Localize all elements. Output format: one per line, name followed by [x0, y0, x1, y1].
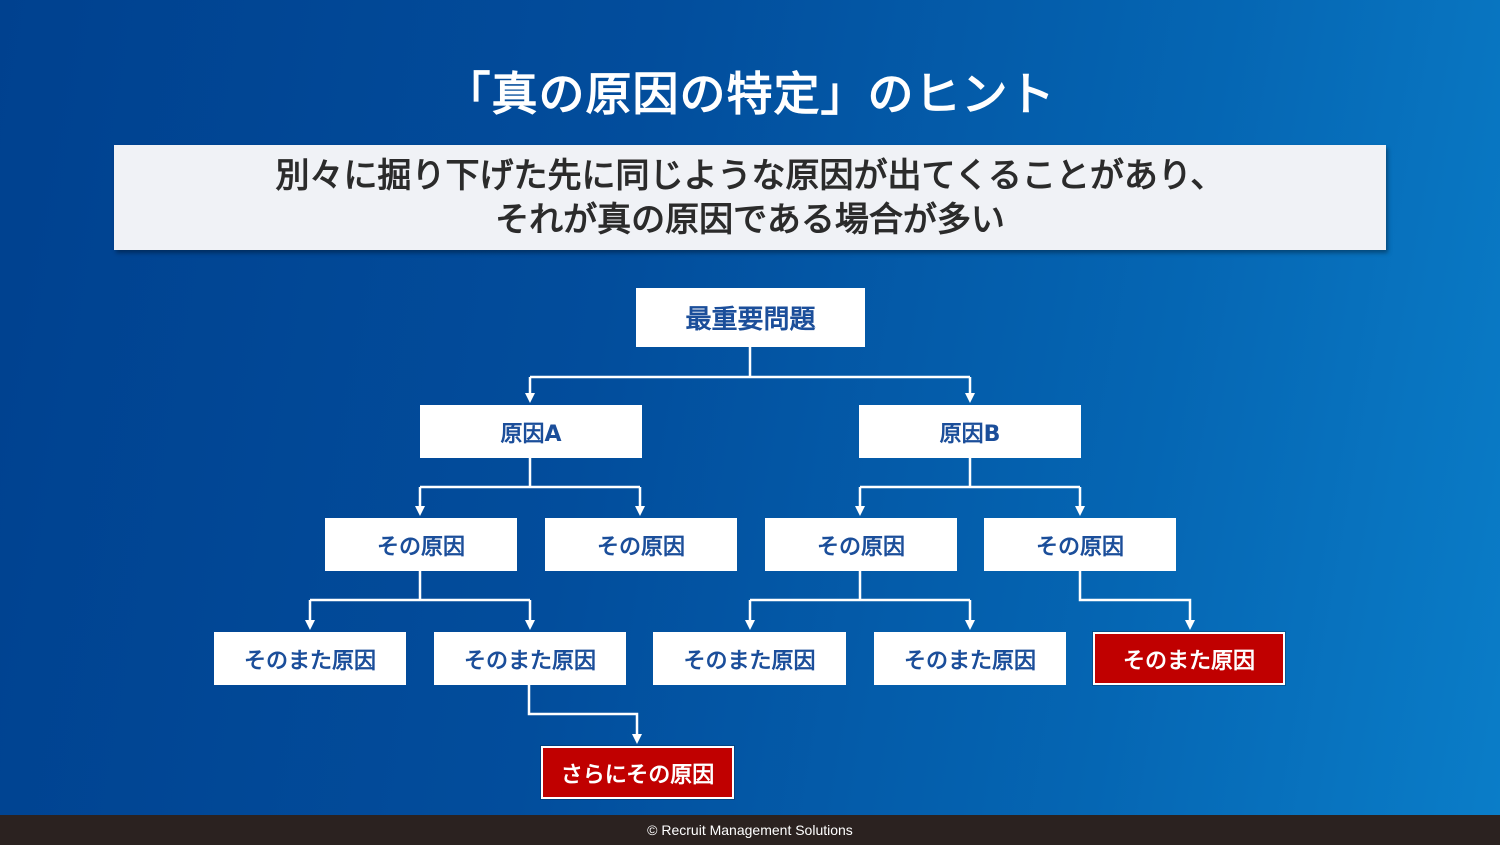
tree-node-b-child-1: その原因 [765, 518, 957, 571]
connector-to-deeper-highlight [527, 685, 642, 744]
tree-node-a1-leaf-2: そのまた原因 [434, 632, 626, 685]
tree-node-cause-a: 原因A [420, 405, 642, 458]
tree-node-root: 最重要問題 [636, 288, 865, 347]
tree-node-a-child-1: その原因 [325, 518, 517, 571]
footer-copyright: © Recruit Management Solutions [0, 815, 1500, 845]
tree-connectors [305, 393, 1195, 744]
tree-node-b1-leaf-2: そのまた原因 [874, 632, 1066, 685]
tree-node-cause-b: 原因B [859, 405, 1081, 458]
page-title: 「真の原因の特定」のヒント [444, 67, 1056, 121]
tree-node-a-child-2: その原因 [545, 518, 737, 571]
connector-to-b2-highlight [1078, 571, 1195, 630]
slide-background: 「真の原因の特定」のヒント 別々に掘り下げた先に同じような原因が出てくることがあ… [0, 0, 1500, 815]
tree-node-a1-leaf-1: そのまた原因 [214, 632, 406, 685]
subtitle-line-1: 別々に掘り下げた先に同じような原因が出てくることがあり、 [275, 155, 1225, 196]
tree-node-b2-highlight: そのまた原因 [1093, 632, 1285, 685]
tree-node-b1-leaf-1: そのまた原因 [653, 632, 846, 685]
tree-node-deeper-highlight: さらにその原因 [541, 746, 734, 799]
subtitle-box: 別々に掘り下げた先に同じような原因が出てくることがあり、 それが真の原因である場… [114, 145, 1386, 250]
tree-node-b-child-2: その原因 [984, 518, 1176, 571]
subtitle-line-2: それが真の原因である場合が多い [495, 199, 1005, 240]
